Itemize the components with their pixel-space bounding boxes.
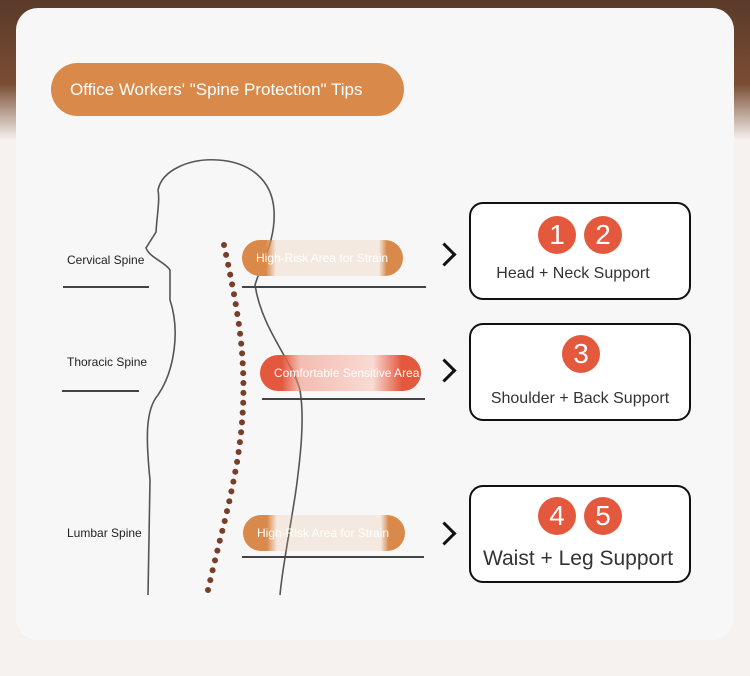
thoracic-zone-text: Comfortable Sensitive Area [274, 366, 420, 380]
spine-dot [207, 577, 214, 584]
tip-number-badge: 1 [538, 216, 576, 254]
spine-dot [237, 330, 244, 337]
spine-dot [240, 380, 247, 386]
spine-dot [239, 419, 245, 426]
cervical-label-line [63, 286, 149, 288]
cervical-zone-pill: High-Risk Area for Strain [242, 240, 403, 276]
spine-dot [229, 281, 236, 288]
tip-label: Waist + Leg Support [482, 547, 674, 570]
tip-number-badge: 2 [584, 216, 622, 254]
cervical-zone-text: High-Risk Area for Strain [256, 251, 389, 265]
tip-box-waist-leg: 4 5 Waist + Leg Support [469, 485, 691, 583]
thoracic-spine-label: Thoracic Spine [67, 355, 148, 369]
page-title: Office Workers' "Spine Protection" Tips [51, 63, 404, 116]
tip-label: Head + Neck Support [496, 265, 650, 282]
spine-dot [216, 537, 223, 544]
spine-dot [234, 311, 241, 317]
tip-box-shoulder-back: 3 Shoulder + Back Support [469, 323, 691, 421]
tip-number-badge: 3 [562, 335, 600, 373]
thoracic-zone-line [262, 398, 425, 400]
spine-dot [238, 340, 245, 347]
spine-dot [239, 350, 246, 357]
spine-dot [239, 409, 246, 416]
tip-box-head-neck: 1 2 Head + Neck Support [469, 202, 691, 300]
spine-dots [205, 242, 247, 593]
lumbar-zone-line [242, 556, 424, 558]
cervical-spine-label: Cervical Spine [67, 253, 145, 267]
spine-dot [232, 301, 239, 308]
spine-dot [235, 449, 242, 455]
spine-dot [232, 468, 239, 475]
spine-dot [225, 261, 232, 268]
thoracic-label-line [62, 390, 139, 392]
spine-dot [209, 567, 216, 574]
spine-dot [231, 291, 237, 298]
lumbar-zone-pill: High-Risk Area for Strain [243, 515, 405, 551]
spine-dot [224, 508, 230, 515]
spine-dot [221, 242, 227, 248]
tip-number-badge: 4 [538, 497, 576, 535]
spine-dot [238, 429, 245, 436]
spine-dot [240, 370, 247, 377]
spine-dot [235, 320, 242, 327]
spine-dot [205, 587, 211, 593]
lumbar-spine-label: Lumbar Spine [67, 526, 142, 540]
spine-dot [227, 271, 234, 278]
spine-dot [239, 360, 246, 367]
spine-dot [226, 498, 233, 505]
tip-label: Shoulder + Back Support [490, 390, 670, 407]
spine-dot [240, 389, 247, 396]
lumbar-zone-text: High-Risk Area for Strain [257, 526, 390, 540]
spine-dot [230, 478, 237, 485]
spine-dot [221, 518, 228, 524]
spine-dot [219, 527, 226, 534]
cervical-zone-line [242, 286, 426, 288]
spine-dot [228, 488, 235, 495]
spine-dot [223, 251, 230, 258]
tip-number-badge: 5 [584, 497, 622, 535]
thoracic-zone-pill: Comfortable Sensitive Area [260, 355, 421, 391]
spine-dot [234, 458, 241, 465]
spine-dot [214, 547, 221, 554]
spine-dot [236, 439, 243, 446]
spine-dot [240, 399, 247, 406]
spine-dot [212, 557, 218, 564]
